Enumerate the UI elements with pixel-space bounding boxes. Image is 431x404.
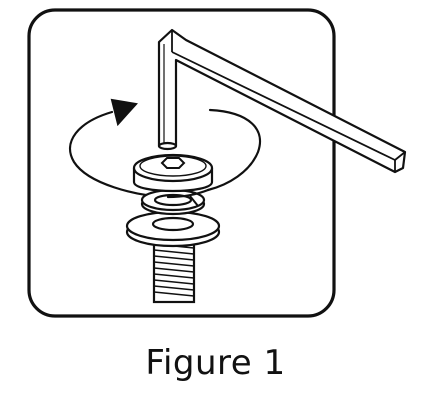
- assembly-illustration: [27, 8, 407, 318]
- lock-washer-icon: [140, 188, 206, 216]
- hex-key-icon: [157, 28, 407, 174]
- rotation-arrow-icon: [68, 98, 262, 199]
- socket-head-bolt-icon: [132, 153, 214, 193]
- washer-icon: [125, 210, 221, 248]
- figure-caption: Figure 1: [145, 343, 286, 383]
- rotation-arrow-front: [166, 188, 210, 199]
